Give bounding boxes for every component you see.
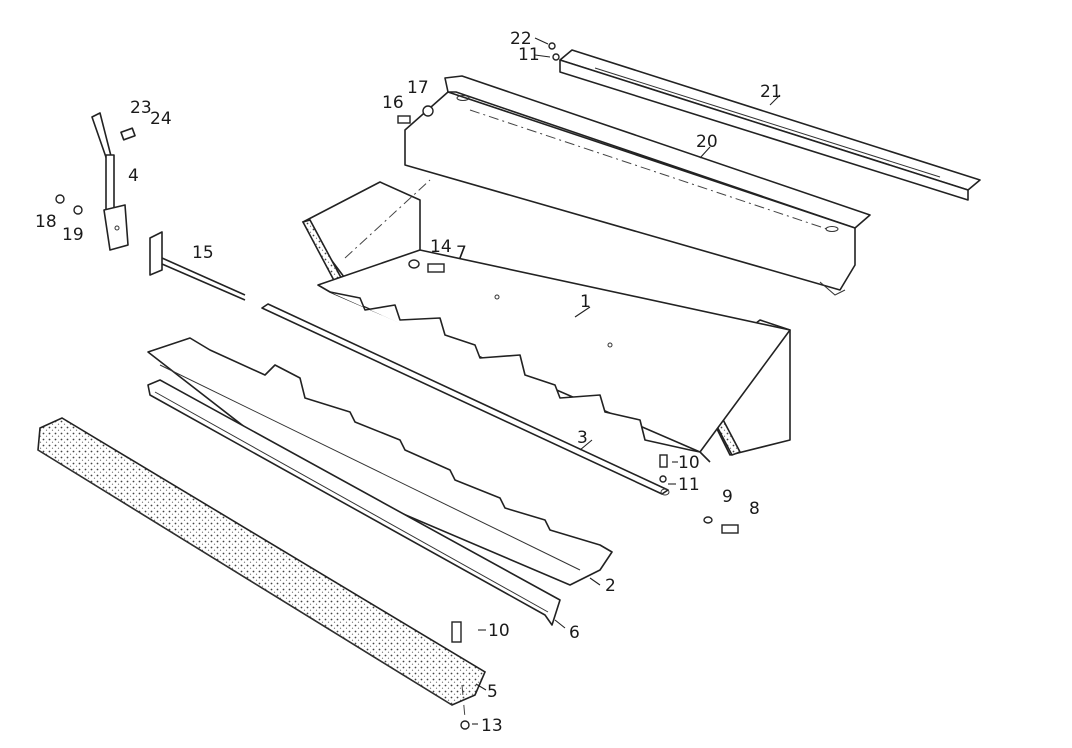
bolt-10-upper xyxy=(659,454,668,468)
label-16: 16 xyxy=(382,93,404,113)
label-11-lower: 11 xyxy=(678,475,700,495)
label-10-upper: 10 xyxy=(678,453,700,473)
label-20: 20 xyxy=(696,132,718,152)
label-7: 7 xyxy=(456,243,467,263)
bolt-10-lower xyxy=(451,621,462,643)
label-13: 13 xyxy=(481,716,503,736)
nut-18 xyxy=(55,194,65,204)
washer-14 xyxy=(408,259,420,269)
label-5: 5 xyxy=(487,682,498,702)
part-3-rod xyxy=(261,303,670,496)
label-23: 23 xyxy=(130,98,152,118)
part-1-housing xyxy=(301,179,791,463)
label-22: 22 xyxy=(510,29,532,49)
label-6: 6 xyxy=(569,623,580,643)
part-15-rod xyxy=(149,231,246,301)
hardware xyxy=(55,42,739,730)
washer-11-top xyxy=(552,53,560,61)
part-20-cover-plate xyxy=(404,75,871,296)
label-3: 3 xyxy=(577,428,588,448)
bolt-8 xyxy=(721,524,739,534)
part-6-angle-strip xyxy=(147,379,561,626)
label-19: 19 xyxy=(62,225,84,245)
screw-22 xyxy=(548,42,556,50)
washer-17 xyxy=(422,105,434,117)
bolt-7 xyxy=(427,263,445,273)
leader-lines xyxy=(472,37,781,725)
part-4-lever xyxy=(91,112,136,251)
label-8: 8 xyxy=(749,499,760,519)
washer-19 xyxy=(73,205,83,215)
bolt-16 xyxy=(397,115,411,124)
label-14: 14 xyxy=(430,237,452,257)
label-10-lower: 10 xyxy=(488,621,510,641)
label-4: 4 xyxy=(128,166,139,186)
label-9: 9 xyxy=(722,487,733,507)
label-24: 24 xyxy=(150,109,172,129)
label-21: 21 xyxy=(760,82,782,102)
part-21-top-strip xyxy=(559,49,981,201)
label-15: 15 xyxy=(192,243,214,263)
part-2-flap xyxy=(147,337,613,586)
part-5-foam-strip xyxy=(37,417,487,706)
nut-13 xyxy=(460,720,470,730)
label-17: 17 xyxy=(407,78,429,98)
label-11-top: 11 xyxy=(518,45,540,65)
label-18: 18 xyxy=(35,212,57,232)
callout-labels: 22 11 21 20 16 17 23 24 4 18 19 15 14 7 … xyxy=(35,29,782,736)
washer-9 xyxy=(703,516,713,524)
label-2: 2 xyxy=(605,576,616,596)
washer-11-lower xyxy=(659,475,667,483)
label-1: 1 xyxy=(580,292,591,312)
